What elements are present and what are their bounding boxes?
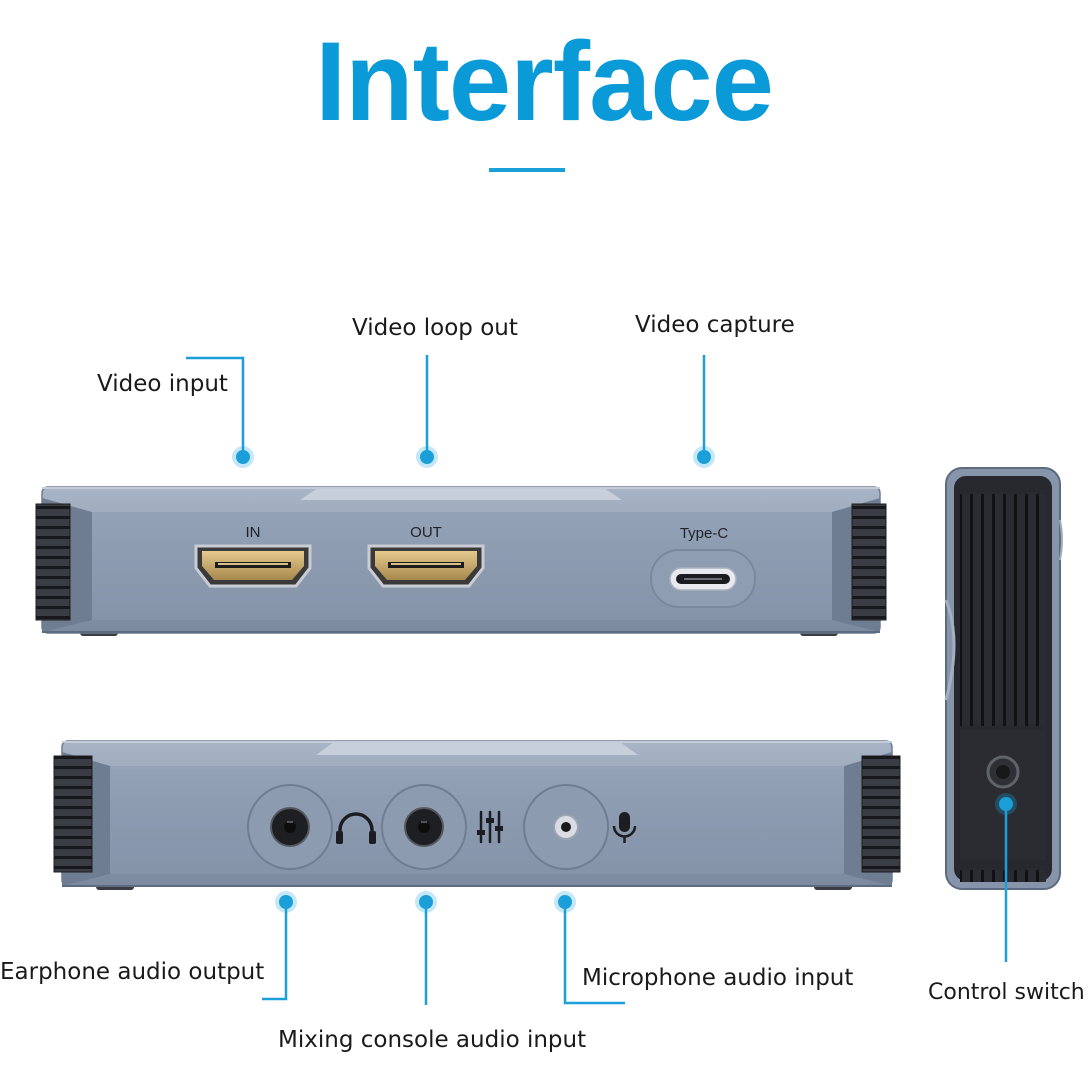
type-c-port [650,549,756,608]
headphones-icon [336,812,376,844]
side-device [944,467,1063,890]
port-label-out: OUT [410,524,442,541]
callout-earphone-audio-output: Earphone audio output [0,959,265,985]
mixing-console-jack [381,784,467,870]
hdmi-out-port [367,544,485,588]
mixer-sliders-icon [477,810,503,844]
title-underline [489,168,565,172]
front-callout-dots [232,446,715,468]
hdmi-in-port [194,544,312,588]
callout-video-capture: Video capture [635,312,795,338]
port-label-in: IN [246,524,261,541]
earphone-jack [247,784,333,870]
back-device [53,740,901,890]
callout-microphone-audio-input: Microphone audio input [582,965,854,991]
port-label-type-c: Type-C [680,525,729,542]
front-callout-lines [186,355,706,457]
side-callout [995,793,1017,962]
callout-video-loop-out: Video loop out [352,315,518,341]
microphone-icon [612,812,637,843]
callout-video-input: Video input [97,371,228,397]
callout-mixing-console-audio-input: Mixing console audio input [278,1027,587,1053]
page-title: Interface [315,19,774,144]
back-callout-dots [275,891,576,913]
microphone-jack [523,784,609,870]
back-callout-lines [262,902,625,1005]
callout-control-switch: Control switch [928,980,1085,1005]
